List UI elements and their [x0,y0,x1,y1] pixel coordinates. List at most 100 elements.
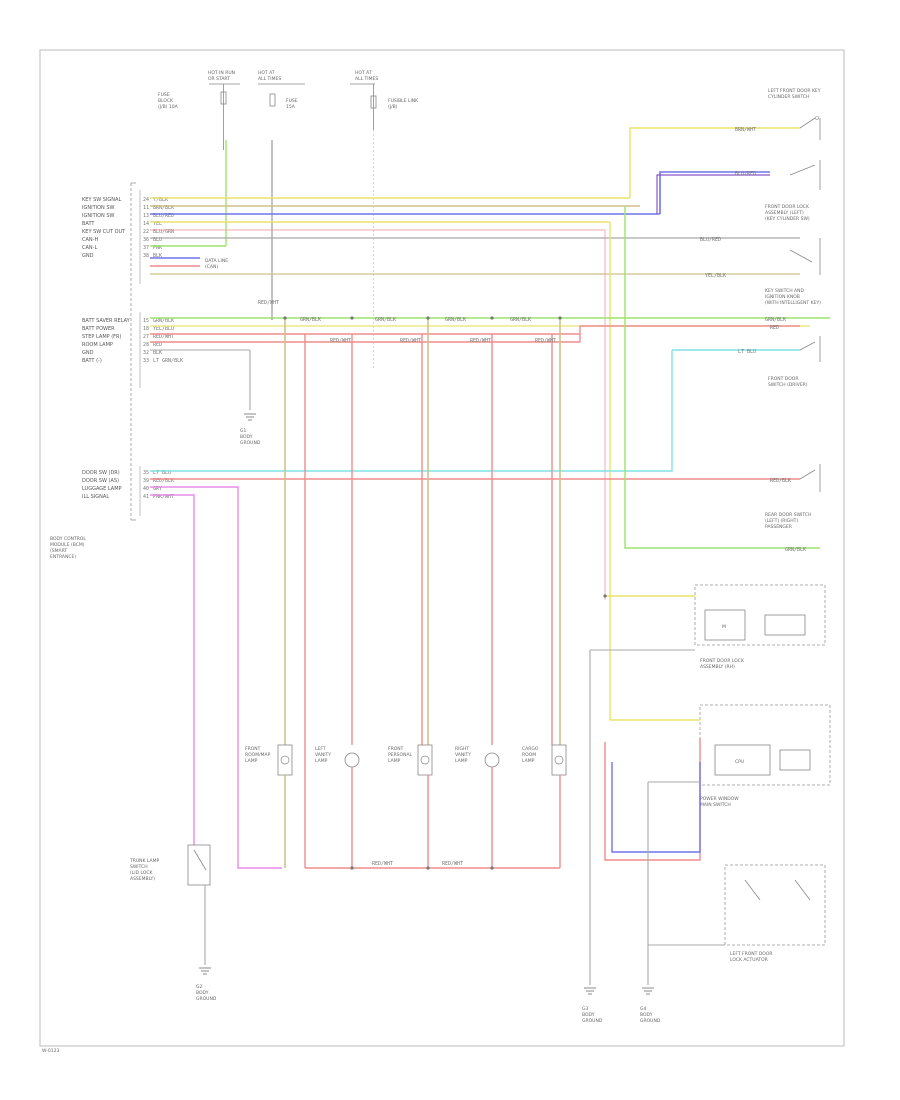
luggage-line1: SWITCH [130,864,148,870]
pin-g3-2-num: 40 [143,486,149,492]
lamp-code-3: RED/WHT [535,338,556,344]
ground-label-g1-line2: GROUND [240,440,261,446]
bcm-title-3: ENTRANCE) [50,554,76,560]
luggage-line2: (LID LOCK [130,870,154,876]
pin-g1-5-num: 36 [143,237,149,243]
right-module-2-line0: LEFT FRONT DOOR [730,951,773,957]
pin-g1-4-label: KEY SW CUT OUT [82,229,126,235]
svg-text:GRN/BLK: GRN/BLK [445,317,466,323]
pin-g1-2-num: 13 [143,213,149,219]
pin-g1-0-wire: Y/BLK [153,197,168,203]
fuse2-symbol [269,93,276,107]
lamp-3-line0: RIGHT [455,746,469,752]
bcm-pins-group1: KEY SW SIGNAL 24 Y/BLK IGNITION SW 11 BR… [82,197,174,259]
svg-text:YEL/BLK: YEL/BLK [705,273,726,279]
pin-g2-0-label: BATT SAVER RELAY [82,318,131,324]
svg-text:GRN/BLK: GRN/BLK [510,317,531,323]
lamp-code-1: RED/WHT [400,338,421,344]
switch-key-cylinder: LEFT FRONT DOOR KEY CYLINDER SWITCH [768,88,821,140]
ground-label-g3-line1: BODY [582,1012,595,1018]
lamp-1-line0: LEFT [315,746,326,752]
module-front-door-lock-actuator: LEFT FRONT DOOR LOCK ACTUATOR [648,864,826,963]
pin-g1-4-wire: BLU/GRN [153,229,174,235]
switch-key-ignition: KEY SWITCH AND IGNITION KNOB (WITH INTEL… [765,238,821,306]
luggage-line3: ASSEMBLY) [130,876,155,882]
right-switch-2-line0: KEY SWITCH AND [765,288,804,294]
ground-label-g3-line2: GROUND [582,1018,603,1024]
pin-g1-1-num: 11 [143,205,149,211]
svg-text:GRN/BLK: GRN/BLK [785,547,806,553]
fuse1-line-3: BLOCK [158,98,174,104]
right-module-0-line1: ASSEMBLY (RH) [700,664,735,670]
fuse2-line-3: 15A [286,104,296,110]
pin-g1-1-wire: BRN/BLK [153,205,174,211]
pin-g2-5-num: 33 [143,358,149,364]
pin-g3-0-num: 35 [143,470,149,476]
lamp-code-2: RED/WHT [470,338,491,344]
right-switch-2-line2: (WITH INTELLIGENT KEY) [765,300,821,306]
lamp-code-0: RED/WHT [330,338,351,344]
svg-text:GRN/BLK: GRN/BLK [375,317,396,323]
right-switch-2-line1: IGNITION KNOB [765,294,800,300]
svg-text:BRN/WHT: BRN/WHT [735,127,756,133]
right-module-0-line0: FRONT DOOR LOCK [700,658,745,664]
luggage-lamp-switch: TRUNK LAMP SWITCH (LID LOCK ASSEMBLY) G2… [129,844,217,1002]
lamp-4-line1: ROOM [522,752,536,758]
module-power-window: CPU POWER WINDOW MAIN SWITCH [604,704,831,985]
wire-right-green [624,206,820,549]
module-door-lock-rh: M FRONT DOOR LOCK ASSEMBLY (RH) [589,584,826,985]
ground-g4: G4 BODY GROUND [640,987,661,1024]
svg-text:GRN/BLK: GRN/BLK [765,317,786,323]
svg-text:BLU/RED: BLU/RED [700,237,721,243]
ground-label-g2-line2: GROUND [196,996,217,1002]
lamp-code-4: RED/WHT [258,300,279,306]
pin-g3-2-label: LUGGAGE LAMP [82,486,122,492]
bcm-title-0: BODY CONTROL [50,536,86,542]
wires-group2: G1 BODY GROUND GRN/BLK RED LT BLU [150,317,830,446]
ground-label-g3-line0: G3 [582,1006,588,1012]
pin-g1-1-label: IGNITION SW [82,205,115,211]
fuse-block-3: HOT AT ALL TIMES FUSIBLE LINK (J/B) [350,70,419,370]
pin-g1-5-label: CAN-H [82,237,98,243]
pin-g2-3-label: ROOM LAMP [82,342,113,348]
right-switch-1-line0: FRONT DOOR LOCK [765,204,810,210]
fuse3-line-0: HOT AT [355,70,372,76]
pin-g3-3-wire: PNK/WHT [153,494,174,500]
pin-g3-1-num: 39 [143,478,149,484]
diagram-frame [39,49,845,1047]
pin-g2-4-wire: BLK [153,350,162,356]
svg-text:RED/WHT: RED/WHT [372,861,393,867]
fuse3-line-1: ALL TIMES [355,76,378,82]
ground-label-g1-line1: BODY [240,434,253,440]
lamp-cargo-room: CARGO ROOM LAMP [522,744,567,868]
pin-g2-4-label: GND [82,350,94,356]
ground-g3: G3 BODY GROUND [582,987,603,1024]
pin-g1-3-num: 14 [143,221,149,227]
svg-text:RED/BLK: RED/BLK [770,478,791,484]
pin-g1-2-wire: BLU/RED [153,213,174,219]
fuse1-line-4: (J/B) 10A [158,104,179,110]
svg-text:LT BLU: LT BLU [738,349,756,355]
pin-g1-7-num: 38 [143,253,149,259]
wires-group1: DATA LINE (CAN) [150,197,800,275]
svg-text:CPU: CPU [735,759,744,765]
pin-g2-5-label: BATT (-) [82,358,102,364]
bcm-title-1: MODULE (BCM) [50,542,85,548]
right-switch-4-line1: (LEFT) (RIGHT) [765,518,798,524]
lamp-2-line1: PERSONAL [388,752,413,758]
lamp-2-line0: FRONT [388,746,404,752]
pin-g2-1-num: 18 [143,326,149,332]
pin-g1-3-label: BATT [82,221,95,227]
pin-g2-1-label: BATT POWER [82,326,115,332]
pin-g3-2-wire: GRY [153,486,162,492]
pin-g3-0-label: DOOR SW (DR) [82,470,120,476]
pin-g1-0-label: KEY SW SIGNAL [82,197,121,203]
lamp-left-vanity: LEFT VANITY LAMP [315,746,360,868]
wires-group3: RED/BLK [150,350,800,869]
right-switch-1-line2: (KEY CYLINDER SW) [765,216,810,222]
pin-g1-0-num: 24 [143,197,149,203]
fuse2-line-2: FUSE [286,98,298,104]
pin-g2-3-wire: RED [153,342,162,348]
pin-g1-6-num: 37 [143,245,149,251]
